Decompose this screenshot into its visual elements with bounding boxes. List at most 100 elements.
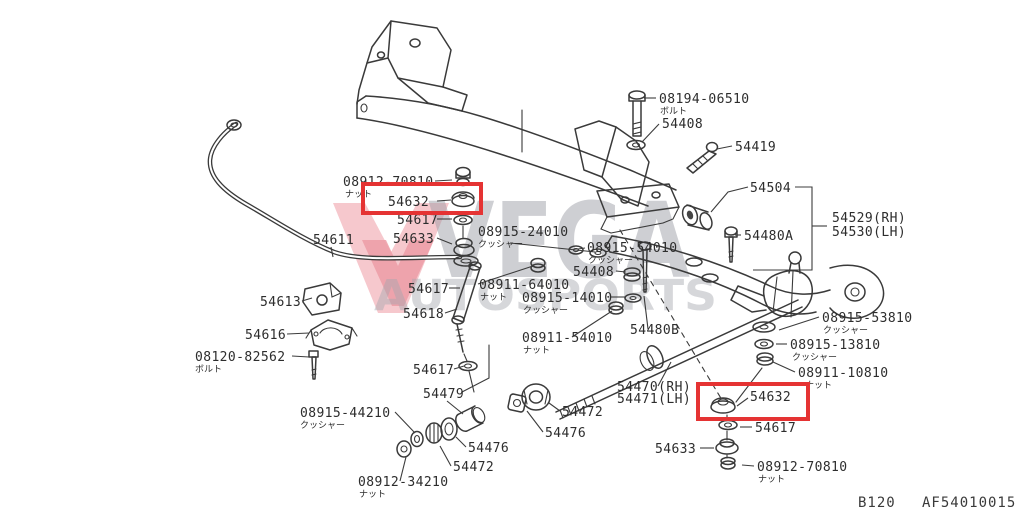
part-label-08912-34210: 08912-34210 [358,475,449,490]
part-label-08912-70810: 08912-70810 [757,460,848,475]
tension-rod-drawing [555,299,803,420]
part-label-54617: 54617 [413,363,454,378]
highlight-layer [361,182,810,421]
leader-line [571,310,613,338]
leader-line [710,186,749,213]
part-sublabel: ナット [758,474,785,485]
part-label-54470(RH): 54470(RH) [617,380,691,395]
part-label-54408: 54408 [662,117,703,132]
bracket-54529-54530 [753,186,827,271]
leader-line [436,237,453,245]
part-label-54618: 54618 [403,307,444,322]
part-sublabel: クッシャー [300,420,345,431]
leader-line [444,308,458,314]
bolt-54419-drawing [686,141,719,174]
leader-line [453,365,465,370]
assembly-axis-dashed-line [619,229,723,401]
part-label-08915-13810: 08915-13810 [790,338,881,353]
leader-line [615,270,627,273]
leader-line [772,361,796,373]
leader-line [577,247,586,250]
part-label-08915-53810: 08915-53810 [822,311,913,326]
part-label-54633: 54633 [393,232,434,247]
model-code: B120 [858,495,896,510]
part-label-08915-54010: 08915-54010 [587,241,678,256]
part-label-08911-64010: 08911-64010 [479,278,570,293]
lower-right-chain-drawing [710,397,739,470]
leader-line [716,145,733,150]
part-label-54479: 54479 [423,387,464,402]
leader-line [455,436,467,448]
leader-line [399,456,407,482]
part-label-54529(RH): 54529(RH) [832,211,906,226]
part-label-54480A: 54480A [744,229,793,244]
part-sublabel: ナット [805,380,832,391]
part-label-54471(LH): 54471(LH) [617,392,691,407]
part-label-54632: 54632 [750,390,791,405]
part-label-08915-24010: 08915-24010 [478,225,569,240]
part-sublabel: クッシャー [478,239,523,250]
left-bushing-cluster-drawing [396,405,486,458]
leader-line [330,246,334,258]
leader-line [439,445,452,467]
part-label-08915-44210: 08915-44210 [300,406,391,421]
part-label-54476: 54476 [468,441,509,456]
diagram-artwork [207,20,885,470]
part-sublabel: クッシャー [823,325,868,336]
part-label-54633: 54633 [655,442,696,457]
leader-line [446,400,464,415]
bolt-08194-drawing [628,90,646,137]
drawing-code: AF54010015 [922,495,1016,510]
part-sublabel: ボルト [660,106,687,117]
part-label-54408: 54408 [573,265,614,280]
labels-layer: 08194-06510ボルト54408544195450454529(RH)54… [195,92,913,500]
part-sublabel: ボルト [195,364,222,375]
stabilizer-bar-drawing [207,119,463,261]
leader-line [741,464,755,467]
leader-line [657,361,672,387]
bushing-54504-drawing [681,204,713,231]
leader-line [301,297,313,302]
part-sublabel: ナット [480,292,507,303]
part-sublabel: クッシャー [792,352,837,363]
part-label-54617: 54617 [397,213,438,228]
part-label-54616: 54616 [245,328,286,343]
part-label-54480B: 54480B [630,323,679,338]
leader-line [643,295,649,330]
leader-line [509,242,596,253]
part-label-54632: 54632 [388,195,429,210]
leader-line [736,397,749,407]
part-label-54617: 54617 [408,282,449,297]
leader-line [436,199,452,202]
leader-line [286,332,310,335]
part-sublabel: ナット [359,489,386,500]
part-label-54613: 54613 [260,295,301,310]
part-label-54476: 54476 [545,426,586,441]
part-label-54530(LH): 54530(LH) [832,225,906,240]
leader-line [291,355,310,358]
leader-line [394,411,416,434]
part-label-54617: 54617 [755,421,796,436]
washer-54408-upper-drawing [626,139,646,151]
bolt-54480A-drawing [724,226,738,263]
part-sublabel: クッシャー [588,255,633,266]
crossmember-drawing [356,20,680,234]
part-sublabel: ナット [523,345,550,356]
highlight-box-54632 [696,382,810,421]
stabilizer-bushing-clamp-drawing [302,282,358,380]
part-label-08120-82562: 08120-82562 [195,350,286,365]
part-label-08915-14010: 08915-14010 [522,291,613,306]
part-label-08194-06510: 08194-06510 [659,92,750,107]
part-label-54472: 54472 [453,460,494,475]
highlight-box-54632 [361,182,483,215]
leader-line [434,179,453,182]
part-sublabel: クッシャー [523,305,568,316]
part-label-08911-10810: 08911-10810 [798,366,889,381]
knuckle-drawing [730,251,813,403]
part-sublabel: ナット [345,189,372,200]
leader-line [526,410,544,433]
watermark-subbrand: AUTOSPORTS [374,271,717,321]
part-label-54504: 54504 [750,181,791,196]
